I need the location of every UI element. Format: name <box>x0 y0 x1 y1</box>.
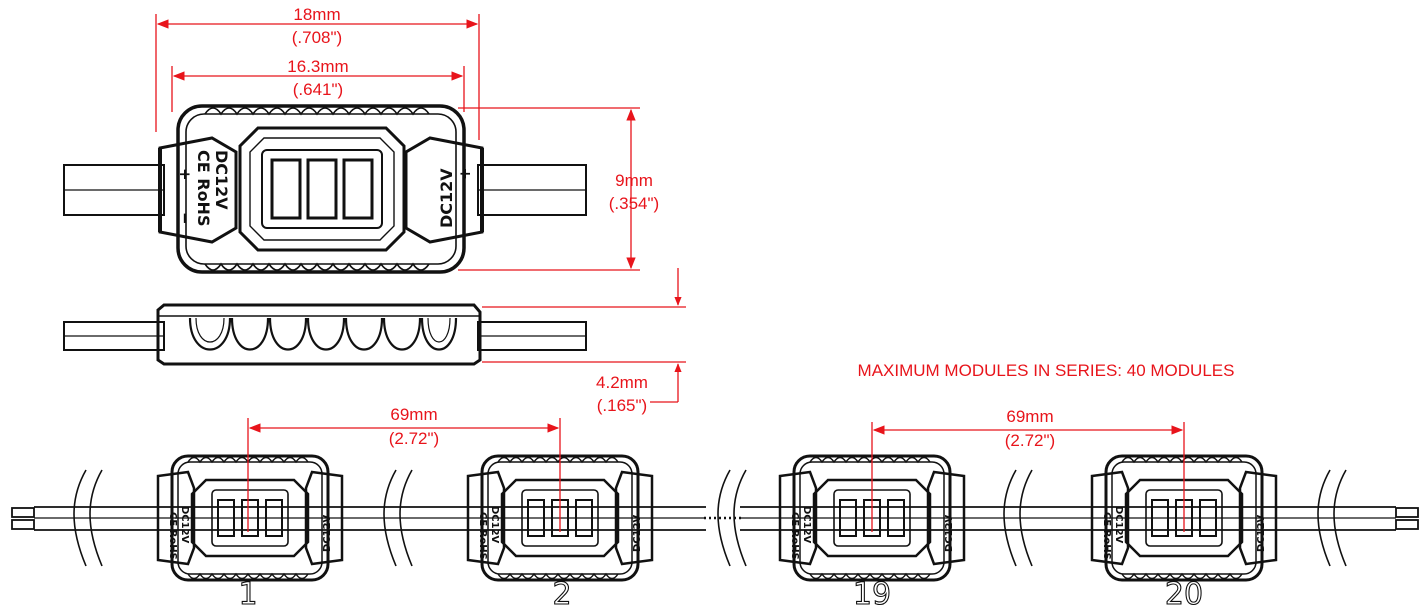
polarity-plus-right: + <box>456 167 474 180</box>
right-marking-dc12v: DC12V <box>437 168 456 228</box>
series-module-19: CE RoHS DC12V DC12V 19 <box>778 454 966 606</box>
svg-text:DC12V: DC12V <box>944 514 955 552</box>
module-number-1: 1 <box>238 577 257 606</box>
dim-69mm-right-inch-label: (2.72") <box>1005 431 1055 450</box>
svg-text:CE RoHS: CE RoHS <box>167 512 178 560</box>
dimension-4-2mm: 4.2mm (.165") <box>482 268 686 415</box>
dimension-18mm: 18mm (.708") <box>155 5 480 140</box>
dimension-16-3mm: 16.3mm (.641") <box>171 57 465 112</box>
series-wire <box>11 506 1419 531</box>
svg-text:CE RoHS: CE RoHS <box>1101 512 1112 560</box>
svg-text:CE RoHS: CE RoHS <box>789 512 800 560</box>
svg-text:DC12V: DC12V <box>801 506 812 544</box>
module-number-2: 2 <box>552 577 571 606</box>
dim-18mm-label: 18mm <box>293 5 340 24</box>
dim-69mm-left-label: 69mm <box>390 405 437 424</box>
series-module-1: CE RoHS DC12V DC12V 1 <box>156 454 344 606</box>
dimension-69mm-left: 69mm (2.72") <box>247 405 561 532</box>
left-marking-ce-rohs: CE RoHS <box>194 150 213 226</box>
svg-text:DC12V: DC12V <box>1113 506 1124 544</box>
top-view-module: + − CE RoHS DC12V DC12V + <box>63 104 587 274</box>
left-marking-dc12v: DC12V <box>212 150 231 210</box>
dim-16-3mm-inch-label: (.641") <box>293 80 343 99</box>
dim-18mm-inch-label: (.708") <box>292 28 342 47</box>
dim-69mm-right-label: 69mm <box>1006 407 1053 426</box>
dimension-9mm: 9mm (.354") <box>458 107 659 271</box>
dim-4-2mm-inch-label: (.165") <box>597 396 647 415</box>
svg-text:DC12V: DC12V <box>632 514 643 552</box>
polarity-plus-left: + <box>176 168 194 181</box>
side-view-module <box>63 303 587 366</box>
dim-9mm-label: 9mm <box>615 171 653 190</box>
dim-69mm-left-inch-label: (2.72") <box>389 429 439 448</box>
series-module-2: CE RoHS DC12V DC12V 2 <box>466 454 654 606</box>
svg-text:DC12V: DC12V <box>179 506 190 544</box>
module-number-20: 20 <box>1165 577 1203 606</box>
module-number-19: 19 <box>853 577 891 606</box>
dim-9mm-inch-label: (.354") <box>609 194 659 213</box>
svg-text:CE RoHS: CE RoHS <box>477 512 488 560</box>
polarity-minus-left: − <box>176 212 194 225</box>
svg-text:DC12V: DC12V <box>489 506 500 544</box>
svg-text:DC12V: DC12V <box>1256 514 1267 552</box>
dim-4-2mm-label: 4.2mm <box>596 373 648 392</box>
dim-16-3mm-label: 16.3mm <box>287 57 348 76</box>
dimension-69mm-right: 69mm (2.72") <box>871 407 1185 532</box>
svg-text:DC12V: DC12V <box>322 514 333 552</box>
max-modules-note: MAXIMUM MODULES IN SERIES: 40 MODULES <box>858 361 1235 380</box>
series-module-20: CE RoHS DC12V DC12V 20 <box>1090 454 1278 606</box>
